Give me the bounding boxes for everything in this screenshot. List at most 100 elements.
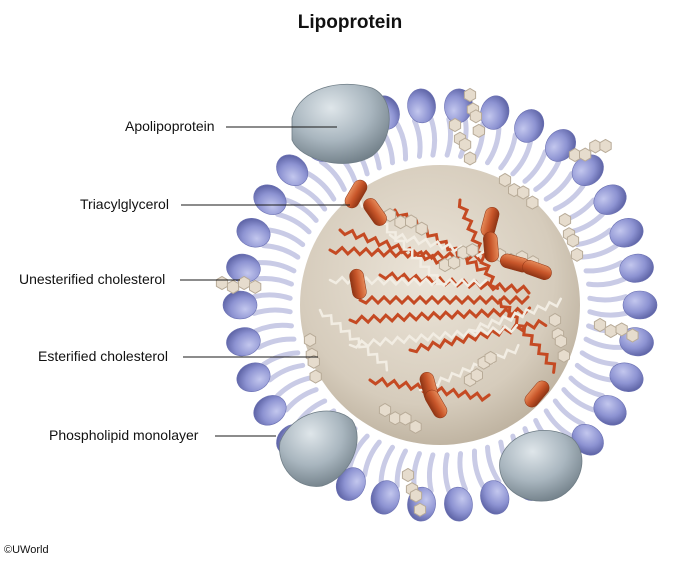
esterified-cholesterol-ring bbox=[570, 247, 584, 262]
unesterified-cholesterol-ring bbox=[238, 275, 251, 291]
phospholipid-head bbox=[236, 218, 271, 248]
phospholipid-head bbox=[619, 253, 654, 283]
phospholipid-tail bbox=[533, 159, 562, 192]
phospholipid-tail bbox=[283, 197, 319, 223]
phospholipid-tail bbox=[267, 227, 306, 248]
phospholipid-tail bbox=[394, 121, 409, 162]
unesterified-cholesterol-ring bbox=[568, 147, 582, 163]
phospholipid-head bbox=[593, 395, 627, 426]
phospholipid-tail bbox=[583, 260, 624, 274]
apolipoproteins bbox=[279, 83, 583, 502]
label-esterified-cholesterol: Esterified cholesterol bbox=[38, 348, 168, 364]
phospholipid-tail bbox=[579, 350, 619, 367]
esterified-cholesterol-ring bbox=[303, 332, 317, 348]
phospholipid-tail bbox=[457, 451, 468, 492]
apolipoprotein-blob bbox=[279, 410, 358, 487]
unesterified-cholesterol-ring bbox=[626, 328, 639, 343]
phospholipid-tail bbox=[568, 375, 605, 399]
phospholipid-tail bbox=[251, 292, 293, 301]
fatty-acid-chain bbox=[338, 228, 457, 269]
esterified-cholesterol-ring bbox=[558, 212, 572, 228]
fatty-acid-chain bbox=[498, 298, 557, 374]
unesterified-cholesterol-ring bbox=[249, 279, 262, 294]
esterified-cholesterol-ring bbox=[378, 402, 392, 418]
phospholipid-head bbox=[593, 184, 627, 215]
lipid-core bbox=[300, 165, 580, 445]
esterified-cholesterol-ring bbox=[548, 312, 562, 328]
triacylglycerol-molecule bbox=[483, 231, 499, 263]
phospholipid-tail bbox=[574, 362, 613, 383]
esterified-cholesterol-ring bbox=[405, 214, 418, 229]
phospholipid-tail bbox=[251, 307, 293, 316]
triacylglycerol-molecule bbox=[424, 389, 448, 419]
phospholipid-tail bbox=[261, 243, 301, 260]
phospholipid-tail bbox=[510, 139, 533, 177]
unesterified-cholesterol-ring bbox=[469, 109, 482, 124]
unesterified-cholesterol-ring bbox=[448, 117, 462, 133]
esterified-cholesterol-ring bbox=[470, 368, 483, 383]
esterified-cholesterol-ring bbox=[498, 172, 512, 188]
esterified-cholesterol-ring bbox=[466, 243, 479, 258]
phospholipid-head bbox=[444, 486, 473, 522]
phospholipid-tail bbox=[586, 276, 627, 288]
phospholipid-tail bbox=[378, 444, 396, 484]
phospholipid-tail bbox=[574, 227, 613, 248]
label-triacylglycerol: Triacylglycerol bbox=[80, 196, 169, 212]
esterified-cholesterol-ring bbox=[389, 411, 402, 426]
esterified-cholesterol-ring bbox=[448, 255, 461, 270]
phospholipid-tail bbox=[362, 439, 382, 478]
unesterified-cholesterol-ring bbox=[215, 275, 229, 291]
phospholipid-tail bbox=[261, 350, 301, 367]
unesterified-cholesterol-ring bbox=[604, 324, 617, 339]
triacylglycerol-molecule bbox=[344, 179, 368, 209]
phospholipid-tail bbox=[484, 444, 502, 484]
triacylglycerol-molecule bbox=[363, 198, 387, 226]
esterified-cholesterol-ring bbox=[517, 185, 530, 200]
apolipoprotein-blob bbox=[499, 430, 583, 502]
unesterified-cholesterol-ring bbox=[458, 137, 472, 152]
page-title: Lipoprotein bbox=[297, 12, 403, 33]
unesterified-cholesterol-ring bbox=[463, 151, 477, 166]
unesterified-cholesterol-ring bbox=[593, 317, 607, 333]
phospholipid-tail bbox=[267, 362, 306, 383]
phospholipid-tail bbox=[347, 433, 370, 471]
fatty-acid-chain bbox=[348, 323, 519, 349]
triacylglycerol-molecules bbox=[344, 179, 552, 419]
phospholipid-tail bbox=[442, 452, 452, 494]
unesterified-cholesterol-ring bbox=[413, 502, 427, 517]
unesterified-cholesterol-ring bbox=[226, 279, 240, 294]
phospholipid-tail bbox=[561, 387, 597, 413]
phospholipid-tail bbox=[471, 448, 486, 489]
phospholipid-tail bbox=[587, 309, 629, 318]
phospholipid-tail bbox=[543, 408, 575, 439]
phospholipid-tail bbox=[256, 260, 297, 274]
label-unesterified-cholesterol: Unesterified cholesterol bbox=[19, 271, 166, 287]
fatty-acid-chain bbox=[318, 308, 389, 372]
phospholipid-head bbox=[609, 362, 644, 392]
label-apolipoprotein: Apolipoprotein bbox=[125, 118, 215, 134]
phospholipid-tail bbox=[552, 183, 586, 212]
phospholipid-tail bbox=[543, 171, 575, 202]
phospholipid-head bbox=[514, 109, 545, 143]
triacylglycerol-molecule bbox=[524, 380, 550, 408]
esterified-cholesterol-ring bbox=[526, 195, 539, 210]
label-phospholipid-monolayer: Phospholipid monolayer bbox=[49, 427, 199, 443]
phospholipid-tail bbox=[579, 243, 619, 260]
phospholipid-tail bbox=[552, 398, 586, 427]
phospholipid-tail bbox=[394, 448, 408, 489]
phospholipid-tail bbox=[256, 336, 297, 350]
esterified-cholesterol-ring bbox=[557, 348, 570, 363]
esterified-cholesterol-ring bbox=[383, 207, 397, 223]
esterified-cholesterol-ring bbox=[399, 411, 412, 426]
phospholipid-head bbox=[236, 362, 271, 392]
triacylglycerol-molecule bbox=[522, 260, 552, 280]
phospholipid-tail bbox=[318, 159, 347, 192]
unesterified-cholesterol-ring bbox=[579, 147, 592, 162]
fatty-acid-chain bbox=[348, 306, 532, 325]
unesterified-cholesterol-ring bbox=[615, 322, 628, 337]
cholesterol-rings bbox=[215, 87, 639, 517]
phospholipid-tail bbox=[498, 132, 518, 171]
phospholipid-tail bbox=[283, 387, 319, 413]
phospholipid-head bbox=[222, 290, 258, 320]
